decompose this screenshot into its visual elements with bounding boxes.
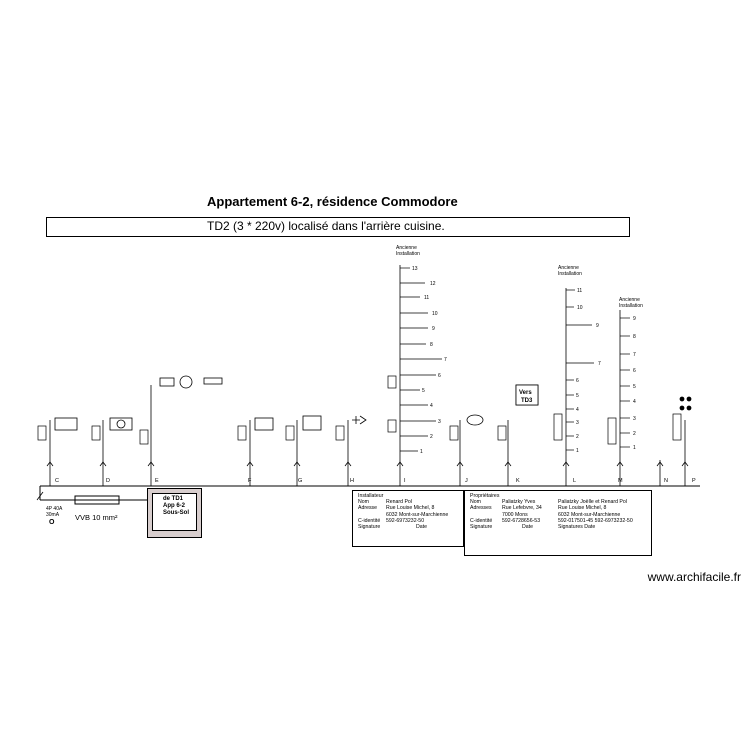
source-line-3: Sous-Sol: [163, 510, 190, 516]
col-l-num: 2: [576, 434, 579, 440]
cable-label: VVB 10 mm²: [75, 513, 118, 522]
vers-td3-box: Vers TD3: [515, 384, 539, 406]
installer-heading: Installateur: [358, 493, 384, 499]
main-breaker-symbol: [36, 491, 44, 501]
circuit-letter-f: F: [248, 478, 252, 484]
circuit-letter-p: P: [692, 478, 696, 484]
installer-row: 6032 Mont-sur-Marchienne: [386, 511, 449, 518]
source-box-inner: de TD1 App 6-2 Sous-Sol: [152, 493, 197, 531]
col-l-num: 5: [576, 393, 579, 399]
old-installation-label-l: Ancienne Installation: [558, 265, 582, 277]
old-installation-label-m: Ancienne Installation: [619, 297, 643, 309]
col-m-num: 8: [633, 334, 636, 340]
source-box: de TD1 App 6-2 Sous-Sol: [147, 488, 202, 538]
col-i-num: 5: [422, 388, 425, 394]
col-m-num: 1: [633, 445, 636, 451]
subtitle-box: TD2 (3 * 220v) localisé dans l'arrière c…: [46, 217, 630, 237]
circuit-letter-g: G: [298, 478, 302, 484]
col-i-num: 3: [438, 419, 441, 425]
circuit-drops: [49, 265, 686, 486]
col-l-num: 3: [576, 420, 579, 426]
circuit-letter-m: M: [618, 478, 623, 484]
col-m-num: 3: [633, 416, 636, 422]
owners-heading: Propriétaires: [470, 493, 500, 499]
col-m-num: 6: [633, 368, 636, 374]
col-m-num: 4: [633, 399, 636, 405]
col-l-num: 4: [576, 407, 579, 413]
col-l-num: 11: [577, 288, 582, 294]
circuit-letter-c: C: [55, 478, 59, 484]
breaker-ticks: [46, 461, 689, 467]
col-i-num: 7: [444, 357, 447, 363]
cable-symbol: [74, 495, 120, 505]
page-title: Appartement 6-2, résidence Commodore: [207, 194, 458, 209]
main-breaker-label: 4P 40A 30mA: [46, 506, 63, 518]
col-i-num: 9: [432, 326, 435, 332]
old-installation-label-i: Ancienne Installation: [396, 245, 420, 257]
column-I-branches: [387, 267, 442, 452]
col-i-num: 2: [430, 434, 433, 440]
col-l-num: 9: [596, 323, 599, 329]
circuit-letter-l: L: [573, 478, 576, 484]
col-i-num: 13: [412, 266, 418, 272]
col-l-num: 1: [576, 448, 579, 454]
vers-label: Vers: [519, 390, 532, 396]
watermark: www.archifacile.fr: [647, 570, 741, 584]
main-breaker-letter: O: [49, 519, 55, 526]
circuit-letter-i: I: [404, 478, 406, 484]
circuit-letters: C D E F G H I J K L M N P: [55, 478, 696, 484]
col-l-num: 6: [576, 378, 579, 384]
col-i-num: 6: [438, 373, 441, 379]
circuit-letter-n: N: [664, 478, 668, 484]
column-I-numbers: 13 12 11 10 9 8 7 6 5 4 3 2 1: [412, 266, 447, 455]
col-i-num: 10: [432, 311, 438, 317]
subtitle: TD2 (3 * 220v) localisé dans l'arrière c…: [207, 219, 445, 233]
col-i-num: 4: [430, 403, 433, 409]
col-i-num: 1: [420, 449, 423, 455]
col-m-num: 7: [633, 352, 636, 358]
col-m-num: 5: [633, 384, 636, 390]
column-L-branches: [553, 289, 594, 451]
circuit-letter-d: D: [106, 478, 110, 484]
source-line-1: de TD1: [163, 496, 184, 502]
column-M-branches: [607, 317, 630, 448]
source-line-2: App 6-2: [163, 503, 186, 509]
drop-side-boxes: [37, 413, 682, 445]
column-M-numbers: 9 8 7 6 5 4 3 2 1: [633, 316, 636, 451]
col-i-num: 12: [430, 281, 436, 287]
col-m-num: 9: [633, 316, 636, 322]
col-i-num: 11: [424, 295, 429, 301]
col-i-num: 8: [430, 342, 433, 348]
device-symbols: [54, 375, 692, 431]
circuit-letter-e: E: [155, 478, 159, 484]
circuit-letter-k: K: [516, 478, 520, 484]
col-m-num: 2: [633, 431, 636, 437]
circuit-letter-j: J: [465, 478, 468, 484]
circuit-letter-h: H: [350, 478, 354, 484]
col-l-num: 7: [598, 361, 601, 367]
column-L-numbers: 11 10 9 7 6 5 4 3 2 1: [576, 288, 601, 454]
td3-label: TD3: [521, 398, 533, 404]
col-l-num: 10: [577, 305, 583, 311]
